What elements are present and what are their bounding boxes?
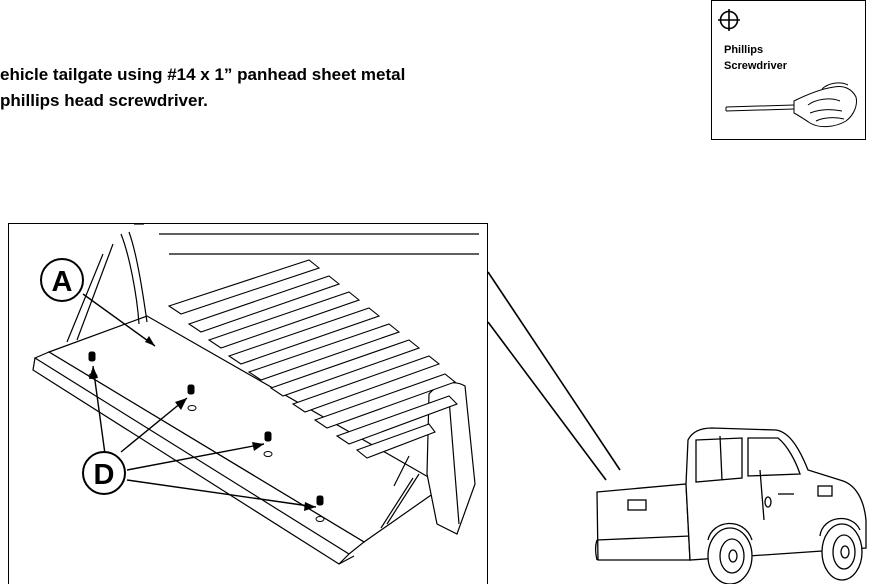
callout-a (40, 258, 156, 347)
tool-box: Phillips Screwdriver (711, 0, 866, 140)
tool-label-line-2: Screwdriver (724, 60, 787, 72)
phillips-cross-icon (718, 9, 740, 31)
tool-label-line-1: Phillips (724, 44, 764, 56)
pickup-truck-icon (594, 427, 867, 584)
instruction-line-1: ehicle tailgate using #14 x 1” panhead s… (0, 65, 406, 84)
instruction-text: ehicle tailgate using #14 x 1” panhead s… (0, 62, 405, 114)
tailgate-illustration (32, 224, 479, 565)
callout-a-label: A (52, 266, 73, 298)
callout-d (82, 365, 317, 511)
instruction-line-2: phillips head screwdriver. (0, 91, 208, 110)
callout-labels: A D (52, 266, 115, 491)
callout-d-label: D (94, 459, 115, 491)
screwdriver-icon (725, 82, 857, 128)
tailgate-detail-view: A D (8, 223, 488, 584)
zoom-leader-lines (487, 271, 621, 481)
